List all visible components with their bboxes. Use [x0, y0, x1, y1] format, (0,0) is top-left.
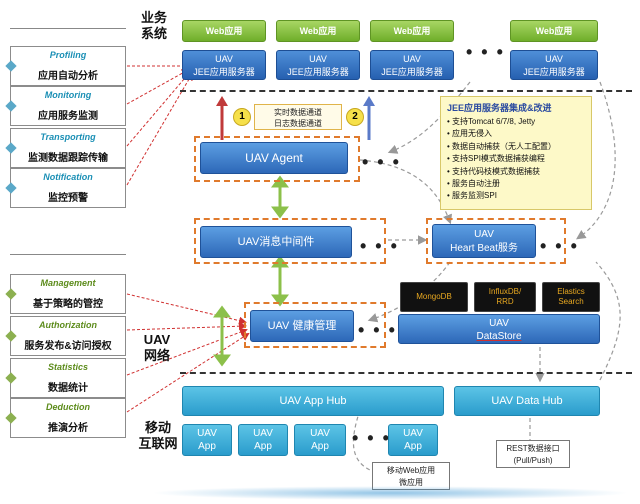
web-app-3[interactable]: Web应用: [370, 20, 454, 42]
health-more-ellipsis: • • •: [358, 320, 397, 340]
capability-profiling[interactable]: Profiling 应用自动分析: [5, 46, 126, 86]
uav-message-middleware[interactable]: UAV消息中间件: [200, 226, 352, 258]
uav-app-4[interactable]: UAV App: [388, 424, 438, 456]
health-frame: [244, 302, 386, 348]
jee-features-title: JEE应用服务器集成&改进: [447, 103, 552, 113]
jee-server-4[interactable]: UAV JEE应用服务器: [510, 50, 598, 80]
jee-server-3[interactable]: UAV JEE应用服务器: [370, 50, 454, 80]
storage-mongodb[interactable]: MongoDB: [400, 282, 468, 312]
feature-item: • 应用无侵入: [447, 129, 493, 139]
uav-app-3[interactable]: UAV App: [294, 424, 346, 456]
badge-realtime: 1: [233, 108, 251, 126]
rest-interface-note: REST数据接口 (Pull/Push): [496, 440, 570, 468]
layer-uav-network: UAV 网络: [143, 332, 171, 363]
jee-server-1[interactable]: UAV JEE应用服务器: [182, 50, 266, 80]
layer-mobile: 移动 互联网: [138, 420, 178, 451]
jee-server-2[interactable]: UAV JEE应用服务器: [276, 50, 360, 80]
jee-features-list: • 支持Tomcat 6/7/8, Jetty • 应用无侵入 • 数据自动捕获…: [447, 116, 585, 203]
uav-heartbeat-service[interactable]: UAV Heart Beat服务: [432, 224, 536, 258]
storage-elasticsearch[interactable]: Elastics Search: [542, 282, 600, 312]
agent-frame: [194, 136, 360, 182]
feature-item: • 支持Tomcat 6/7/8, Jetty: [447, 117, 536, 126]
mq-frame: [194, 218, 386, 264]
capability-statistics[interactable]: Statistics 数据统计: [5, 358, 126, 398]
web-app-2[interactable]: Web应用: [276, 20, 360, 42]
capability-monitoring[interactable]: Monitoring 应用服务监测: [5, 86, 126, 126]
uav-agent[interactable]: UAV Agent: [200, 142, 348, 174]
storage-influxdb[interactable]: InfluxDB/ RRD: [474, 282, 536, 312]
left-rule-top: [10, 28, 126, 29]
heartbeat-more-ellipsis: • • •: [540, 236, 579, 256]
capability-deduction[interactable]: Deduction 推演分析: [5, 398, 126, 438]
web-app-1[interactable]: Web应用: [182, 20, 266, 42]
base-glow: [150, 486, 630, 500]
app-more-ellipsis: • • •: [352, 428, 391, 448]
feature-item: • 服务监测SPI: [447, 191, 497, 201]
uav-app-hub[interactable]: UAV App Hub: [182, 386, 444, 416]
capability-authorization[interactable]: Authorization 服务发布&访问授权: [5, 316, 126, 356]
uav-health-management[interactable]: UAV 健康管理: [250, 310, 354, 342]
capability-management[interactable]: Management 基于策略的管控: [5, 274, 126, 314]
layer-business: 业务 系统: [140, 10, 167, 41]
uav-app-1[interactable]: UAV App: [182, 424, 232, 456]
separator-bottom: [180, 372, 632, 374]
feature-item: • 支持SPI模式数据捕获编程: [447, 154, 545, 164]
feature-item: • 服务自动注册: [447, 179, 501, 189]
mq-more-ellipsis: • • •: [360, 236, 399, 256]
uav-data-hub[interactable]: UAV Data Hub: [454, 386, 600, 416]
left-rule-bottom: [10, 254, 126, 255]
jee-more-ellipsis: • • •: [466, 42, 505, 62]
capability-transporting[interactable]: Transporting 监测数据跟踪传输: [5, 128, 126, 168]
badge-log: 2: [346, 108, 364, 126]
feature-item: • 支持代码枝模式数据捕获: [447, 166, 541, 176]
uav-datastore[interactable]: UAV DataStore: [398, 314, 600, 344]
mobile-web-note: 移动Web应用 微应用: [372, 462, 450, 490]
jee-features-panel: JEE应用服务器集成&改进 • 支持Tomcat 6/7/8, Jetty • …: [440, 96, 592, 210]
separator-top: [180, 90, 632, 92]
uav-app-2[interactable]: UAV App: [238, 424, 288, 456]
feature-item: • 数据自动捕获（无人工配置）: [447, 141, 557, 151]
heartbeat-frame: [426, 218, 566, 264]
agent-more-ellipsis: • • •: [362, 152, 401, 172]
capability-notification[interactable]: Notification 监控预警: [5, 168, 126, 208]
web-app-4[interactable]: Web应用: [510, 20, 598, 42]
channel-note: 实时数据通道 日志数据通道: [254, 104, 342, 130]
